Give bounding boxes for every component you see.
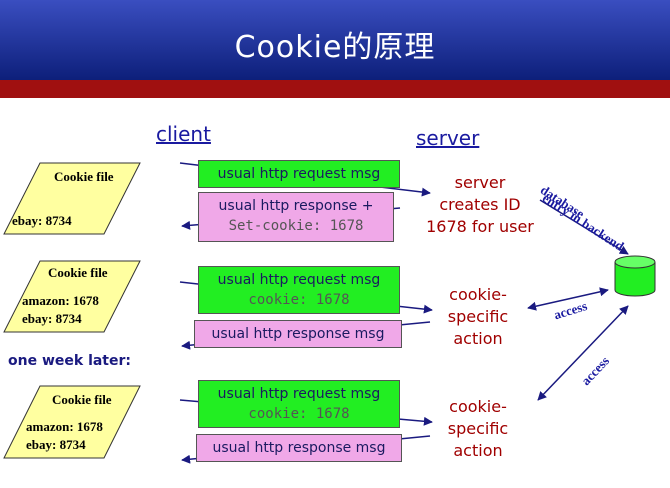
- cookie-file-shape-3: [3, 385, 141, 459]
- one-week-later-label: one week later:: [8, 353, 131, 369]
- request-message-3-line-1: usual http request msg: [217, 386, 381, 402]
- request-message-3-line-2: cookie: 1678: [248, 406, 350, 422]
- access-arrow-1: [527, 287, 609, 311]
- cookie-specific-action-1-line-2: specific: [447, 307, 509, 326]
- cookie-file-2-title: Cookie file: [48, 265, 108, 280]
- cookie-file-2-line-1: amazon: 1678: [22, 293, 99, 308]
- request-message-2-line-2: cookie: 1678: [248, 292, 350, 308]
- cookie-specific-action-1-line-1: cookie-: [449, 285, 507, 304]
- cookie-specific-action-1-line-3: action: [453, 329, 503, 348]
- access-arrow-2: [537, 305, 629, 401]
- response-message-1-line-2: Set-cookie: 1678: [228, 218, 364, 234]
- request-message-1: usual http request msg: [198, 160, 400, 188]
- response-message-1-line-1: usual http response +: [218, 198, 374, 214]
- server-creates-id-line-1: server: [454, 173, 506, 192]
- request-message-3: usual http request msg cookie: 1678: [198, 380, 400, 428]
- response-message-1: usual http response + Set-cookie: 1678: [198, 192, 394, 242]
- db-entry-arrow: [539, 199, 629, 255]
- server-creates-id-line-2: creates ID: [439, 195, 521, 214]
- request-message-1-text: usual http request msg: [217, 166, 381, 182]
- cookie-file-1-line-2: ebay: 8734: [12, 213, 72, 228]
- cookie-specific-action-2-line-3: action: [453, 441, 503, 460]
- cookie-specific-action-1: cookie- specific action: [428, 284, 528, 350]
- response-message-2: usual http response msg: [194, 320, 402, 348]
- cookie-specific-action-2: cookie- specific action: [428, 396, 528, 462]
- response-message-2-text: usual http response msg: [211, 326, 385, 342]
- title-banner: Cookie的原理: [0, 0, 670, 80]
- database-cylinder-icon: [614, 255, 656, 297]
- cookie-file-1-title: Cookie file: [54, 169, 114, 184]
- cookie-specific-action-2-line-2: specific: [447, 419, 509, 438]
- cookie-file-3-title: Cookie file: [52, 392, 112, 407]
- cookie-file-3-line-1: amazon: 1678: [26, 419, 103, 434]
- response-message-3: usual http response msg: [196, 434, 402, 462]
- page-title: Cookie的原理: [234, 30, 436, 65]
- cookie-file-2-line-2: ebay: 8734: [22, 311, 82, 326]
- server-creates-id: server creates ID 1678 for user: [410, 172, 550, 238]
- request-message-2-line-1: usual http request msg: [217, 272, 381, 288]
- server-column-title: server: [416, 126, 480, 150]
- accent-bar: [0, 80, 670, 98]
- request-message-2: usual http request msg cookie: 1678: [198, 266, 400, 314]
- cookie-file-shape-1: [3, 162, 141, 235]
- client-column-title: client: [156, 122, 211, 146]
- cookie-file-shape-2: [3, 260, 141, 333]
- server-creates-id-line-3: 1678 for user: [426, 217, 534, 236]
- response-message-3-text: usual http response msg: [212, 440, 386, 456]
- cookie-file-3-line-2: ebay: 8734: [26, 437, 86, 452]
- cookie-specific-action-2-line-1: cookie-: [449, 397, 507, 416]
